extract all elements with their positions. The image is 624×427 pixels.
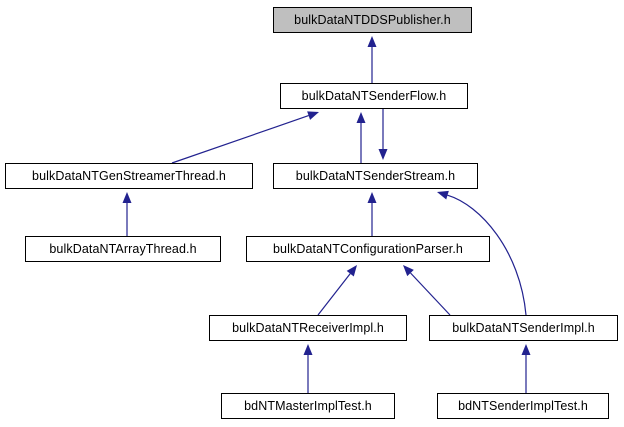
edge-sendertest-to-senderimpl — [521, 344, 531, 393]
node-label: bdNTMasterImplTest.h — [244, 398, 372, 413]
node-label: bulkDataNTSenderFlow.h — [301, 88, 447, 103]
node-bulkDataNTReceiverImpl[interactable]: bulkDataNTReceiverImpl.h — [209, 315, 407, 341]
edge-senderimpl-to-senderstream — [437, 190, 527, 316]
edge-mastertest-to-receiverimpl — [303, 344, 313, 393]
edge-configurationparser-to-senderstream — [367, 192, 377, 236]
arrowhead — [346, 265, 357, 277]
node-bulkDataNTSenderFlow[interactable]: bulkDataNTSenderFlow.h — [280, 83, 468, 109]
arrowhead — [437, 190, 449, 200]
node-label: bulkDataNTArrayThread.h — [49, 241, 197, 256]
node-bulkDataNTArrayThread[interactable]: bulkDataNTArrayThread.h — [25, 236, 221, 262]
node-bulkDataNTSenderStream[interactable]: bulkDataNTSenderStream.h — [273, 163, 478, 189]
edge-senderflow-to-senderstream — [378, 109, 388, 160]
arrowhead — [122, 192, 132, 203]
node-bulkDataNTSenderImpl[interactable]: bulkDataNTSenderImpl.h — [429, 315, 618, 341]
arrowhead — [521, 344, 531, 355]
edge-senderimpl-to-configurationparser — [403, 265, 451, 316]
arrowhead — [403, 265, 414, 277]
node-bdNTSenderImplTest[interactable]: bdNTSenderImplTest.h — [437, 393, 609, 419]
edge-arraythread-to-genstreamerthread — [122, 192, 132, 236]
node-bulkDataNTGenStreamerThread[interactable]: bulkDataNTGenStreamerThread.h — [5, 163, 253, 189]
arrowhead — [378, 149, 388, 160]
arrowhead — [356, 112, 366, 123]
node-bdNTMasterImplTest[interactable]: bdNTMasterImplTest.h — [221, 393, 395, 419]
node-label: bulkDataNTConfigurationParser.h — [272, 241, 463, 256]
edge-senderstream-to-senderflow — [356, 112, 366, 163]
node-label: bdNTSenderImplTest.h — [458, 398, 588, 413]
node-label: bulkDataNTReceiverImpl.h — [232, 320, 384, 335]
node-label: bulkDataNTGenStreamerThread.h — [32, 168, 226, 183]
edge-genstreamerthread-to-senderflow — [171, 111, 319, 164]
arrowhead — [367, 192, 377, 203]
node-bulkDataNTConfigurationParser[interactable]: bulkDataNTConfigurationParser.h — [246, 236, 490, 262]
node-label: bulkDataNTSenderImpl.h — [452, 320, 595, 335]
arrowhead — [367, 36, 377, 47]
arrowhead — [307, 111, 319, 120]
node-bulkDataNTDDSPublisher[interactable]: bulkDataNTDDSPublisher.h — [273, 7, 472, 33]
node-label: bulkDataNTDDSPublisher.h — [294, 12, 451, 27]
arrowhead — [303, 344, 313, 355]
edge-senderflow-to-ddspublisher — [367, 36, 377, 83]
node-label: bulkDataNTSenderStream.h — [295, 168, 456, 183]
edge-receiverimpl-to-configurationparser — [317, 265, 357, 316]
